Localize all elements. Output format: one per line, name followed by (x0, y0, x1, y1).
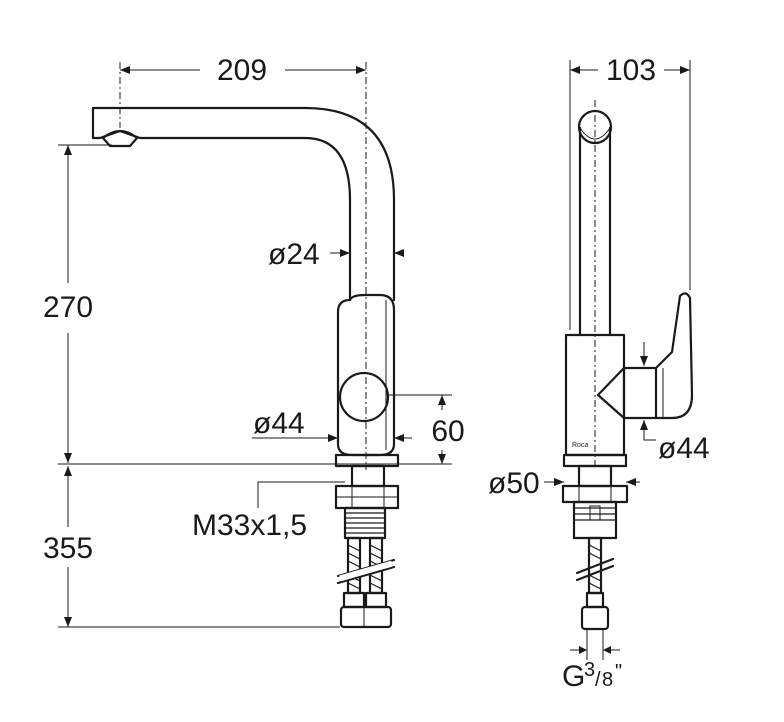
lever-knob (338, 371, 390, 423)
front-body-outline (336, 293, 396, 457)
front-hoses (336, 536, 396, 629)
dim-supply-length: 355 (43, 532, 93, 565)
dim-body-diameter-side: ø44 (658, 432, 710, 465)
svg-text:G: G (562, 660, 585, 693)
dim-connection: G 3 / 8 " (562, 659, 622, 693)
side-tube (578, 126, 612, 337)
dim-side-width: 103 (606, 54, 656, 87)
side-hose (575, 536, 615, 631)
front-collar (350, 464, 386, 488)
front-view: 209 270 355 ø24 ø44 60 (43, 54, 465, 629)
side-lever (596, 292, 694, 420)
dim-body-diameter-front: ø44 (253, 407, 305, 440)
side-collar (577, 464, 613, 488)
svg-text:3: 3 (584, 659, 595, 681)
svg-text:/: / (595, 669, 601, 691)
brand-mark: Roca (572, 442, 588, 449)
dim-spout-reach: 209 (217, 54, 267, 87)
dim-spout-height: 270 (43, 291, 93, 324)
front-spout-outline (91, 106, 396, 302)
dim-thread: M33x1,5 (192, 509, 307, 542)
svg-text:": " (615, 661, 622, 683)
dim-tube-diameter: ø24 (268, 238, 320, 271)
side-nut (561, 484, 629, 504)
side-view: Roca (488, 54, 710, 693)
dim-base-diameter: ø50 (488, 467, 540, 500)
aerator (101, 129, 139, 148)
dim-lever-height: 60 (431, 415, 464, 448)
svg-text:8: 8 (602, 669, 613, 691)
